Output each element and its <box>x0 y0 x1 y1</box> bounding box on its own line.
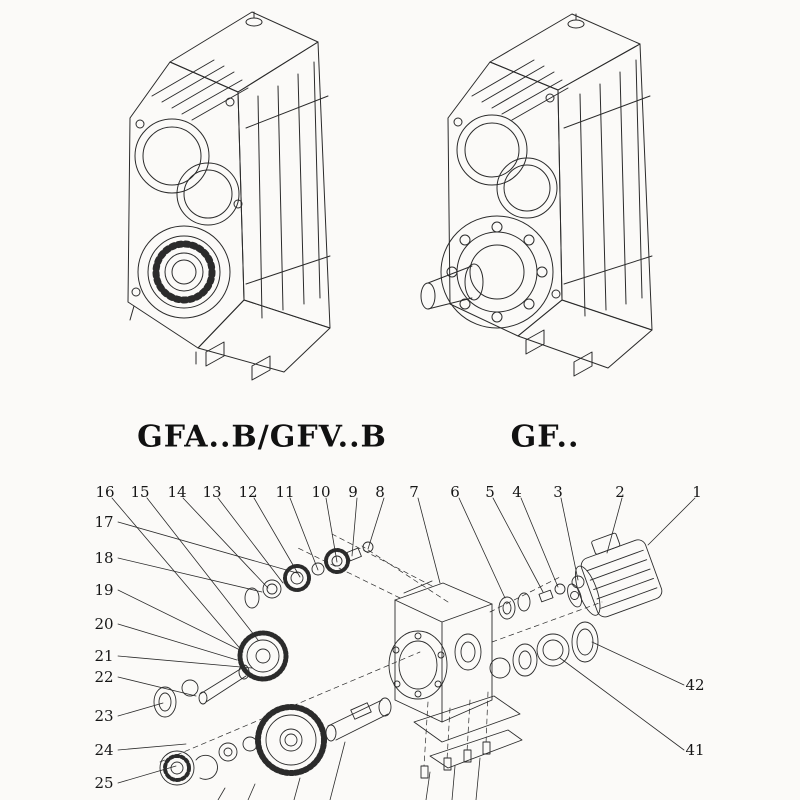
part-number-17: 17 <box>94 513 114 531</box>
construction-lines <box>159 533 603 767</box>
part-number-2: 2 <box>615 483 625 501</box>
output-gear-shaft <box>159 697 392 786</box>
part-number-7: 7 <box>409 483 419 501</box>
part-number-19: 19 <box>94 581 114 599</box>
gearbox-drawing-gfa <box>127 11 331 381</box>
model-label-gf: GF.. <box>510 419 580 455</box>
motor <box>567 532 663 618</box>
intermediate-pinion-parts <box>244 541 374 609</box>
part-number-4: 4 <box>512 483 522 501</box>
leader-lines-bottom-cropped <box>217 741 481 800</box>
part-number-3: 3 <box>553 483 563 501</box>
part-number-15: 15 <box>130 483 150 501</box>
part-number-20: 20 <box>94 615 114 633</box>
gearbox-drawing-gf <box>420 13 653 377</box>
base-plate-and-bolts <box>413 695 523 779</box>
part-number-18: 18 <box>94 549 114 567</box>
input-shaft-parts <box>498 575 585 620</box>
leader-lines-left <box>117 521 298 784</box>
part-number-41: 41 <box>685 741 705 759</box>
part-number-11: 11 <box>275 483 295 501</box>
part-number-8: 8 <box>375 483 385 501</box>
part-number-23: 23 <box>94 707 114 725</box>
part-number-22: 22 <box>94 668 114 686</box>
part-number-42: 42 <box>685 676 705 694</box>
part-number-10: 10 <box>311 483 331 501</box>
gear-housing <box>388 580 493 723</box>
part-number-5: 5 <box>485 483 495 501</box>
part-number-16: 16 <box>95 483 115 501</box>
exploded-parts-diagram <box>111 497 696 800</box>
leader-lines-right <box>559 641 685 751</box>
output-cover-rings <box>489 621 599 679</box>
part-number-13: 13 <box>202 483 222 501</box>
model-label-gfa-gfv: GFA..B/GFV..B <box>137 419 387 455</box>
leader-lines-top <box>111 497 696 653</box>
part-number-1: 1 <box>692 483 702 501</box>
part-number-21: 21 <box>94 647 114 665</box>
intermediate-gear-shaft <box>153 630 289 718</box>
part-number-25: 25 <box>94 774 114 792</box>
part-number-9: 9 <box>348 483 358 501</box>
part-number-6: 6 <box>450 483 460 501</box>
part-number-12: 12 <box>238 483 258 501</box>
part-number-24: 24 <box>94 741 114 759</box>
part-number-14: 14 <box>167 483 187 501</box>
